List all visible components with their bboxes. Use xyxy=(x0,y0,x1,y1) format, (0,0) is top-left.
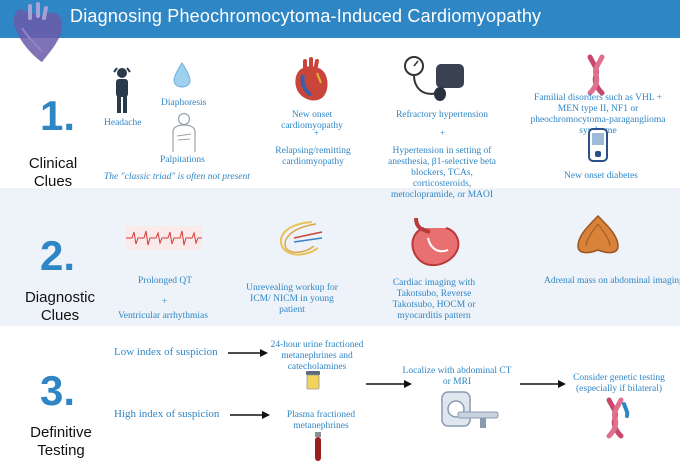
htn-setting-label: Hypertension in setting of anesthesia, β… xyxy=(388,146,496,200)
ct-scanner-icon xyxy=(441,391,499,428)
section-2-number: 2. xyxy=(40,232,76,279)
section-2-label: Diagnostic Clues xyxy=(24,289,96,324)
glucometer-icon xyxy=(588,128,608,162)
page-title: Diagnosing Pheochromocytoma-Induced Card… xyxy=(70,6,542,26)
sweat-drop-icon xyxy=(173,62,191,88)
adrenal-mass-label: Adrenal mass on abdominal imaging xyxy=(544,276,680,286)
section-1-number: 1. xyxy=(40,92,76,139)
section-3-number: 3. xyxy=(40,367,76,414)
arrow-high-to-plasma xyxy=(230,411,270,419)
refractory-htn-label: Refractory hypertension xyxy=(395,110,489,120)
blood-tube-icon xyxy=(315,432,321,461)
dna-chromosome-icon xyxy=(587,54,605,96)
diaphoresis-label: Diaphoresis xyxy=(161,98,207,108)
urine-test-label: 24-hour urine fractioned metanephrines a… xyxy=(270,340,364,372)
adrenal-gland-icon xyxy=(577,214,619,254)
palpitations-person-icon xyxy=(172,112,196,152)
localize-label: Localize with abdominal CT or MRI xyxy=(402,366,512,387)
headache-person-icon xyxy=(113,67,131,113)
arrow-to-genetic xyxy=(520,380,566,388)
plus-1: + xyxy=(314,128,320,138)
diabetes-label: New onset diabetes xyxy=(564,171,638,181)
blood-pressure-cuff-icon xyxy=(404,56,464,101)
workup-label: Unrevealing workup for ICM/ NICM in youn… xyxy=(246,283,338,315)
section-2-band xyxy=(0,188,680,326)
genetic-label: Consider genetic testing (especially if … xyxy=(573,373,665,394)
takotsubo-heart-icon xyxy=(411,217,460,267)
arrow-low-to-urine xyxy=(228,349,268,357)
ventricular-label: Ventricular arrhythmias xyxy=(118,311,208,321)
plasma-test-label: Plasma fractioned metanephrines xyxy=(286,410,356,431)
plus-2: + xyxy=(440,128,446,138)
catheter-icon xyxy=(279,221,323,256)
plus-3: + xyxy=(162,296,168,306)
heart-icon xyxy=(295,57,328,101)
imaging-label: Cardiac imaging with Takotsubo, Reverse … xyxy=(392,278,476,321)
relapsing-label: Relapsing/remitting cardiomyopathy xyxy=(275,146,351,167)
heart-logo-icon xyxy=(13,2,63,62)
chromosome-icon xyxy=(606,397,630,439)
low-index-label: Low index of suspicion xyxy=(114,346,218,358)
urine-cup-icon xyxy=(306,371,320,390)
arrow-to-localize xyxy=(366,380,412,388)
classic-triad-note: The "classic triad" is often not present xyxy=(104,172,250,182)
headache-label: Headache xyxy=(104,118,142,128)
palpitations-label: Palpitations xyxy=(160,155,205,165)
ecg-strip-icon xyxy=(126,226,202,250)
section-3-label: Definitive Testing xyxy=(30,424,92,459)
section-1-label: Clinical Clues xyxy=(28,155,78,190)
cardiomyopathy-label: New onset cardiomyopathy xyxy=(281,110,343,131)
title-bar xyxy=(0,0,680,38)
prolonged-qt-label: Prolonged QT xyxy=(138,276,193,286)
high-index-label: High index of suspicion xyxy=(114,408,220,420)
